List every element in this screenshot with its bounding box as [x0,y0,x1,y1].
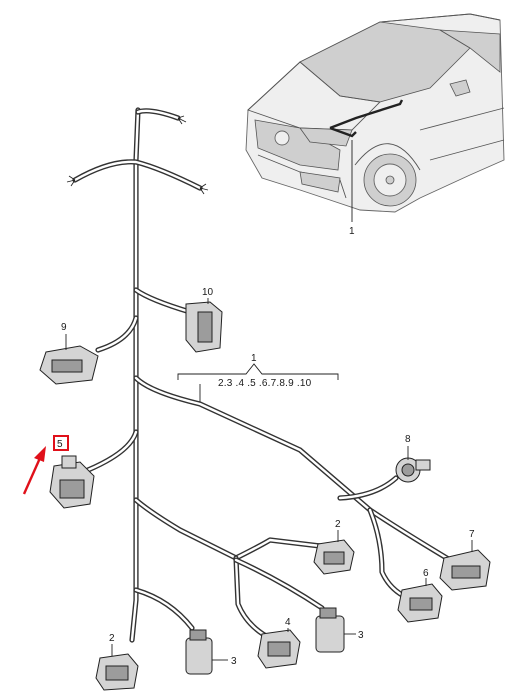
connector-8 [395,457,431,483]
connector-5 [49,455,95,509]
callout-3-right: 3 [358,630,364,641]
callout-3-left: 3 [231,656,237,667]
connector-9 [39,345,99,385]
connector-10 [185,301,223,353]
leader-lines [65,298,473,661]
connector-4 [257,629,301,669]
connector-7 [439,549,491,591]
red-arrow-icon [22,446,46,495]
connector-3-left [185,629,213,675]
connector-2-bottom [95,653,139,691]
highlighted-callout-5[interactable]: 5 [53,435,69,451]
callout-9: 9 [61,322,67,333]
callout-1-group: 1 [251,353,257,364]
callout-2-top: 2 [335,519,341,530]
callout-1-car: 1 [349,226,355,237]
connector-6 [397,583,443,623]
callout-2-bottom: 2 [109,633,115,644]
vehicle-illustration [245,13,505,222]
callout-10: 10 [202,287,214,298]
wire-harness [66,107,453,643]
callout-6: 6 [423,568,429,579]
callout-7: 7 [469,529,475,540]
callout-8: 8 [405,434,411,445]
connector-3-right [315,607,345,653]
callout-1-group-items: 2.3 .4 .5 .6.7.8.9 .10 [218,378,312,389]
callout-5: 5 [57,439,63,450]
connector-2-top [313,539,355,575]
callout-4: 4 [285,617,291,628]
